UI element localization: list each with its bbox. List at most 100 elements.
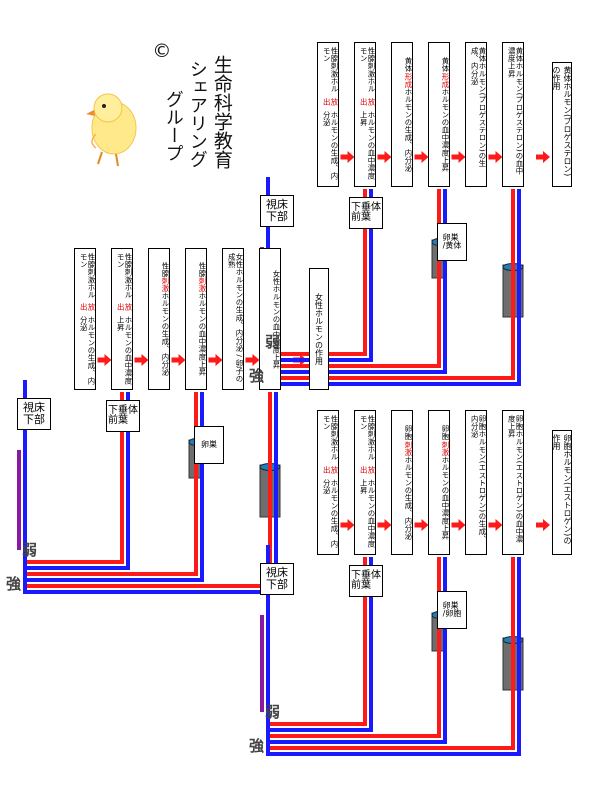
ovary-label-female: 卵巣 [194,426,224,464]
step-text: ホルモンの生成、内分泌 [161,292,170,376]
step-text: 性腺刺激ホルモン [359,47,376,93]
step-text: 卵胞 [404,425,413,441]
step-text: ホルモンの生成、内分泌 [404,455,413,540]
flow-arrow [171,354,186,366]
step-box-estrogen-1: 性腺刺激ホルモン放出ホルモンの生成、内分泌 [317,410,339,555]
step-box-estrogen-2: 性腺刺激ホルモン放出ホルモンの血中濃度上昇 [354,410,376,555]
step-highlight: 刺激 [441,440,450,456]
step-highlight: 刺激 [404,440,413,456]
flow-arrow [414,151,429,163]
step-text: 卵胞ホルモン(エストロゲン)の生成、内分泌 [470,415,487,543]
step-text: 女性ホルモンの血中濃度上昇 [272,269,281,369]
hypothalamus-label-estrogen: 視床 下部 [260,563,294,595]
step-text: ホルモンの生成、内分泌 [322,111,339,180]
effect-box-female: 女性ホルモンの作用 [309,268,329,390]
flow-arrow [377,519,392,531]
step-text: 性腺 [198,261,207,278]
step-box-progesterone-3: 黄体形成ホルモンの生成、内分泌 [391,42,413,187]
step-highlight: 放出 [322,466,339,475]
step-box-estrogen-3: 卵胞刺激ホルモンの生成、内分泌 [391,410,413,555]
hypothalamus-label-female: 視床 下部 [17,398,51,430]
step-highlight: 放出 [359,466,376,475]
pituitary-label-progesterone: 下垂体 前葉 [349,197,383,229]
step-box-progesterone-2: 性腺刺激ホルモン放出ホルモンの血中濃度上昇 [354,42,376,187]
flow-arrow [488,151,503,163]
step-text: ホルモンの血中濃度上昇 [359,111,376,180]
flow-arrow [451,519,466,531]
step-text: 黄体 [404,57,413,73]
step-text: ホルモンの血中濃度上昇 [116,315,133,385]
effect-arrow [536,519,550,531]
step-text: 女性ホルモンの生成、内分泌 / 卵子の成熟 [227,253,244,383]
step-text: ホルモンの生成、内分泌 [404,87,413,172]
step-box-estrogen-4: 卵胞刺激ホルモンの血中濃度上昇 [428,410,450,555]
weak-word-female: 弱 [20,542,38,556]
ovary-label-progesterone: 卵巣 /黄体 [437,223,467,261]
step-text: ホルモンの生成、内分泌 [322,479,339,548]
step-box-female-1: 性腺刺激ホルモン放出ホルモンの生成、内分泌 [74,248,96,390]
step-text: ホルモンの血中濃度上昇 [441,455,450,540]
flow-arrow [414,519,429,531]
step-box-progesterone-1: 性腺刺激ホルモン放出ホルモンの生成、内分泌 [317,42,339,187]
step-highlight: 放出 [322,98,339,107]
flow-arrow [340,519,355,531]
step-box-female-5: 女性ホルモンの生成、内分泌 / 卵子の成熟 [222,248,244,390]
step-box-progesterone-4: 黄体形成ホルモンの血中濃度上昇 [428,42,450,187]
strong-word-estrogen: 強 [247,738,265,752]
pituitary-label-estrogen: 下垂体 前葉 [349,565,383,597]
effect-arrow [536,151,550,163]
flow-arrow [488,519,503,531]
feedback-paths-female [17,380,278,594]
step-box-female-6: 女性ホルモンの血中濃度上昇 [259,248,281,390]
flow-arrow [451,151,466,163]
pituitary-label-female: 下垂体 前葉 [106,400,140,432]
step-text: 黄体ホルモン(プロゲステロン)の生成、内分泌 [470,47,487,168]
weak-word-estrogen: 弱 [263,704,281,718]
step-text: 性腺 [161,261,170,278]
chick-icon [86,93,137,167]
step-box-female-2: 性腺刺激ホルモン放出ホルモンの血中濃度上昇 [111,248,133,390]
flow-arrow [377,151,392,163]
flow-arrow [134,354,149,366]
weak-word-progesterone: 弱 [263,334,281,348]
hypothalamus-label-progesterone: 視床 下部 [260,195,294,227]
effect-box-progesterone: 黄体ホルモン(プロゲステロン)の作用 [552,62,572,187]
step-box-estrogen-6: 卵胞ホルモン(エストロゲン)の血中濃度上昇 [502,410,524,555]
step-highlight: 放出 [79,303,96,311]
ovary-label-estrogen: 卵巣 /卵胞 [437,591,467,629]
flow-arrow [245,354,260,366]
step-highlight: 形成 [404,72,413,88]
step-text: ホルモンの血中濃度上昇 [198,292,207,376]
copyright-symbol: © [150,40,173,62]
credit-line-2: シェアリング [186,60,208,168]
step-text: ホルモンの血中濃度上昇 [441,87,450,172]
feedback-paths-progesterone [260,177,521,386]
step-text: ホルモンの生成、内分泌 [79,315,96,385]
effect-box-estrogen: 卵胞ホルモン(エストロゲン)の作用 [552,430,572,555]
credit-block: © [150,40,173,210]
feedback-paths-estrogen [260,545,521,756]
flow-arrow [340,151,355,163]
step-text: 卵胞ホルモン(エストロゲン)の血中濃度上昇 [507,415,524,543]
credit-line-1: 生命科学教育 [210,55,233,169]
step-box-female-3: 性腺刺激ホルモンの生成、内分泌 [148,248,170,390]
step-box-estrogen-5: 卵胞ホルモン(エストロゲン)の生成、内分泌 [465,410,487,555]
step-highlight: 刺激 [161,277,170,293]
flow-arrow [97,354,112,366]
strong-word-progesterone: 強 [247,368,265,382]
step-text: 性腺刺激ホルモン [359,415,376,461]
step-highlight: 放出 [116,303,133,311]
step-text: 性腺刺激ホルモン [116,253,133,299]
step-highlight: 形成 [441,72,450,88]
step-text: 卵胞 [441,425,450,441]
step-text: 性腺刺激ホルモン [322,415,339,461]
step-highlight: 刺激 [198,277,207,293]
step-text: 性腺刺激ホルモン [322,47,339,93]
step-box-progesterone-6: 黄体ホルモン(プロゲステロン)の血中濃度上昇 [502,42,524,187]
step-text: ホルモンの血中濃度上昇 [359,479,376,548]
step-highlight: 放出 [359,98,376,107]
step-text: 黄体 [441,57,450,73]
step-text: 黄体ホルモン(プロゲステロン)の血中濃度上昇 [507,47,524,175]
step-box-progesterone-5: 黄体ホルモン(プロゲステロン)の生成、内分泌 [465,42,487,187]
strong-word-female: 強 [4,576,22,590]
